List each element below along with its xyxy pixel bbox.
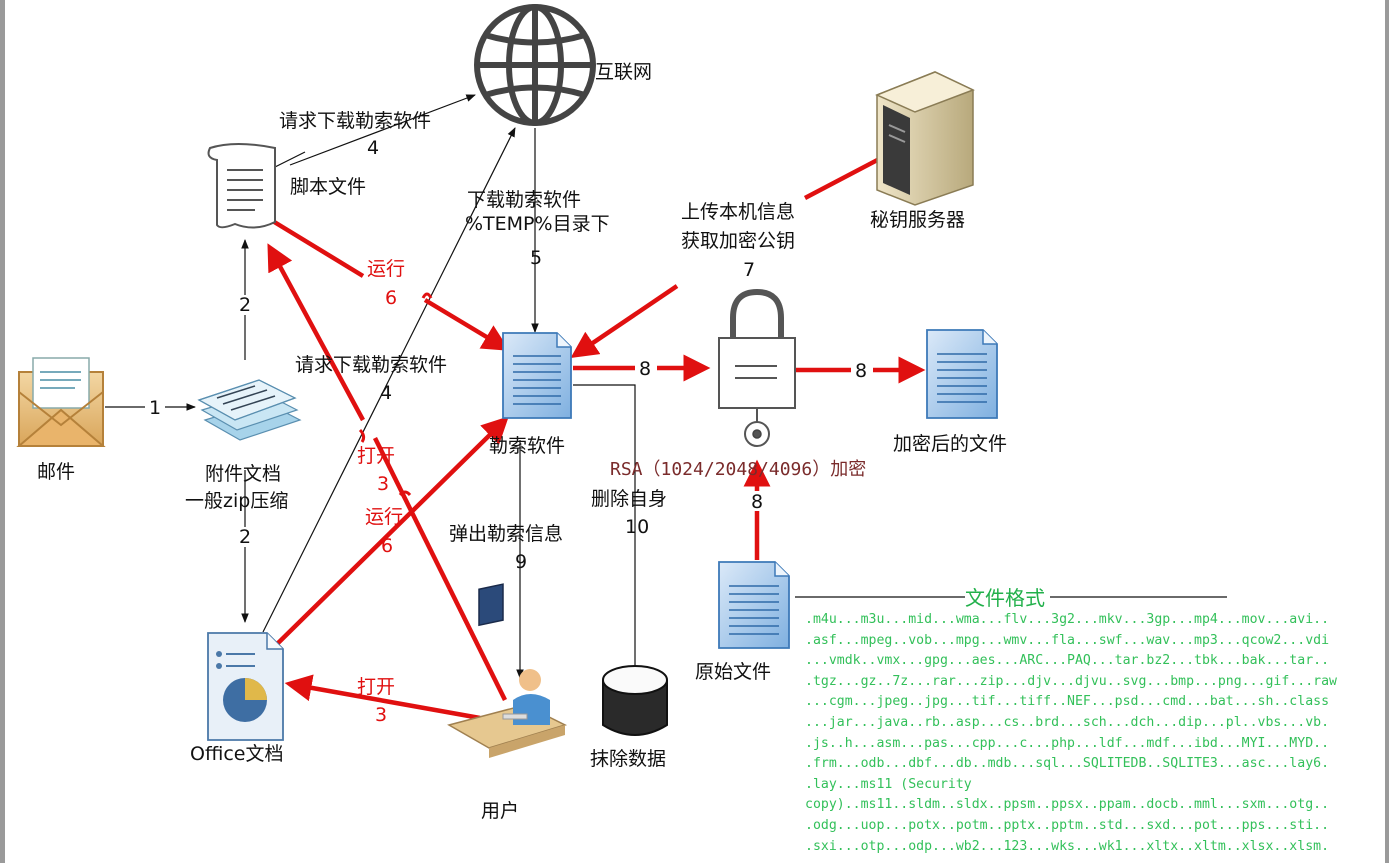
encrypted-file-label: 加密后的文件 xyxy=(893,433,1007,455)
edge-label-2a: 2 xyxy=(239,294,251,316)
format-line: .frm...odb...dbf...db..mdb...sql...SQLIT… xyxy=(805,756,1330,772)
download-label-line1: 下载勒索软件 xyxy=(467,189,581,211)
run-num-b: 6 xyxy=(381,535,393,557)
edge-label-8c: 8 xyxy=(751,491,763,513)
wipe-data-label: 抹除数据 xyxy=(590,748,666,770)
globe-icon xyxy=(474,4,596,126)
edge-server-ransomware xyxy=(570,284,679,359)
attachment-label-line2: 一般zip压缩 xyxy=(185,490,288,512)
request-download-num-2: 4 xyxy=(380,382,392,404)
server-icon xyxy=(875,71,975,206)
office-doc-label: Office文档 xyxy=(190,743,283,765)
edge-run-office-ransomware xyxy=(271,416,509,650)
edge-open-script xyxy=(267,243,365,422)
crossing-mark xyxy=(358,428,366,443)
run-label-b: 运行 xyxy=(365,506,403,528)
database-icon xyxy=(602,665,668,736)
envelope-icon xyxy=(16,357,106,447)
original-file-icon xyxy=(718,561,790,649)
user-label: 用户 xyxy=(481,800,519,822)
script-label: 脚本文件 xyxy=(290,176,366,198)
open-num-b: 3 xyxy=(375,704,387,726)
padlock-icon xyxy=(718,288,796,447)
ransomware-document-icon xyxy=(502,332,572,419)
original-file-label: 原始文件 xyxy=(695,661,771,683)
user-at-desk-icon xyxy=(447,583,568,758)
popup-num: 9 xyxy=(515,551,527,573)
edge-run-script-start xyxy=(269,218,365,278)
request-download-label-1: 请求下载勒索软件 xyxy=(279,110,431,132)
run-label-a: 运行 xyxy=(367,258,405,280)
attachment-stack-icon xyxy=(197,379,302,441)
attachment-label-line1: 附件文档 xyxy=(205,463,281,485)
request-download-label-2: 请求下载勒索软件 xyxy=(295,354,447,376)
file-format-list: .m4u...m3u...mid...wma...flv...3g2...mkv… xyxy=(805,610,1385,857)
format-line: .lay...ms11 (Security xyxy=(805,776,972,792)
internet-label: 互联网 xyxy=(595,61,652,83)
format-line: .js..h...asm...pas...cpp...c...php...ldf… xyxy=(805,735,1330,751)
download-label-line2: %TEMP%目录下 xyxy=(465,213,610,235)
format-line: .sxi...otp...odp...wb2...123...wks...wk1… xyxy=(805,838,1330,854)
crossing-mark xyxy=(398,490,412,497)
rsa-label: RSA（1024/2048/4096）加密 xyxy=(610,459,866,480)
edge-user-script-path xyxy=(372,436,508,702)
script-scroll-icon xyxy=(207,143,276,229)
flow-diagram: 邮件 附件文档 一般zip压缩 脚本文件 互联网 秘钥服务器 勒索软件 Offi… xyxy=(16,4,1227,822)
email-label: 邮件 xyxy=(37,461,75,483)
request-download-num-1: 4 xyxy=(367,137,379,159)
delete-self-num: 10 xyxy=(625,516,649,538)
format-line: .m4u...m3u...mid...wma...flv...3g2...mkv… xyxy=(805,612,1330,627)
red-arrows xyxy=(267,132,930,721)
upload-label-line1: 上传本机信息 xyxy=(681,201,795,223)
download-num: 5 xyxy=(530,247,542,269)
crossing-mark xyxy=(421,292,433,299)
open-label-b: 打开 xyxy=(357,676,395,698)
format-line: copy)..ms11..sldm..sldx..ppsm..ppsx..ppa… xyxy=(805,797,1330,813)
key-server-label: 秘钥服务器 xyxy=(870,209,965,231)
delete-self-label: 删除自身 xyxy=(591,488,667,510)
edge-ransomware-wipe xyxy=(573,384,639,696)
edge-office-internet xyxy=(262,127,516,633)
open-num-a: 3 xyxy=(377,473,389,495)
format-line: .odg...uop...potx..potm..pptx..pptm..std… xyxy=(805,817,1330,833)
encrypted-file-icon xyxy=(926,329,998,419)
edge-label-2b: 2 xyxy=(239,526,251,548)
edge-open-office xyxy=(284,674,481,721)
format-line: .asf...mpeg..vob...mpg...wmv...fla...swf… xyxy=(805,632,1330,648)
edge-run-script-ransomware xyxy=(423,298,510,351)
ransomware-label: 勒索软件 xyxy=(489,435,565,457)
popup-label: 弹出勒索信息 xyxy=(449,523,563,545)
edge-script-internet xyxy=(289,94,476,166)
formats-title: 文件格式 xyxy=(965,586,1045,610)
upload-label-line2: 获取加密公钥 xyxy=(681,230,795,252)
format-line: ...jar...java..rb..asp...cs..brd...sch..… xyxy=(805,714,1330,730)
edge-label-8b: 8 xyxy=(855,360,867,382)
edge-label-8a: 8 xyxy=(639,358,651,380)
format-line: .tgz...gz..7z...rar...zip...djv...djvu..… xyxy=(805,673,1337,689)
open-label-a: 打开 xyxy=(357,445,395,467)
upload-num: 7 xyxy=(743,259,755,281)
format-line: ...cgm...jpeg..jpg...tif...tiff..NEF...p… xyxy=(805,694,1330,710)
edge-label-1: 1 xyxy=(149,397,161,419)
black-connectors xyxy=(105,94,1227,696)
script-callout-line xyxy=(272,151,306,169)
office-document-icon xyxy=(207,632,284,741)
run-num-a: 6 xyxy=(385,287,397,309)
format-line: ...vmdk..vmx...gpg...aes...ARC...PAQ...t… xyxy=(805,653,1330,669)
